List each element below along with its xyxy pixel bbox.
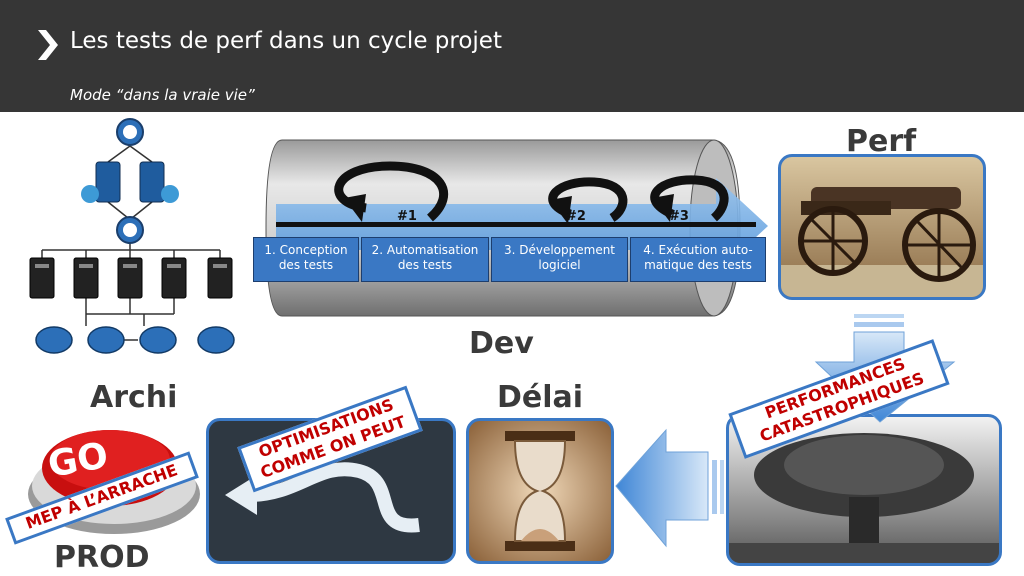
cannon-photo [778,154,986,300]
step-text: 3. Développement [503,243,616,257]
step-box: 2. Automatisation des tests [361,237,489,282]
iteration-label: #1 [397,209,417,224]
step-text: logiciel [538,258,581,272]
step-box: 4. Exécution auto- matique des tests [630,237,766,282]
label-dev: Dev [469,326,534,361]
step-box: 1. Conception des tests [253,237,359,282]
iteration-label: #3 [669,209,689,224]
slide-subtitle: Mode “dans la vraie vie” [70,86,255,104]
step-text: 1. Conception [264,243,348,257]
cannon-icon [781,187,983,297]
label-perf: Perf [846,124,917,159]
dev-cycle-tube [265,139,768,317]
database-icon [35,326,235,354]
hourglass-photo [466,418,614,564]
slide-header: Les tests de perf dans un cycle projet M… [0,0,1024,112]
label-archi: Archi [90,380,178,415]
slide-title: Les tests de perf dans un cycle projet [70,28,502,54]
architecture-diagram [29,118,235,354]
server-icon [29,257,233,299]
arrow-left-icon [615,428,724,548]
web-server-icon [81,161,179,203]
winding-arrow-icon [225,462,420,533]
step-text: 2. Automatisation [371,243,479,257]
chevron-right-icon [38,30,58,60]
step-text: matique des tests [644,258,752,272]
step-text: des tests [397,258,453,272]
hourglass-icon [505,431,575,551]
network-node-icon [116,118,144,244]
step-text: des tests [278,258,334,272]
iteration-label: #2 [566,209,586,224]
label-delai: Délai [497,380,584,415]
label-prod: PROD [54,540,150,575]
step-box: 3. Développement logiciel [491,237,628,282]
step-text: 4. Exécution auto- [643,243,753,257]
